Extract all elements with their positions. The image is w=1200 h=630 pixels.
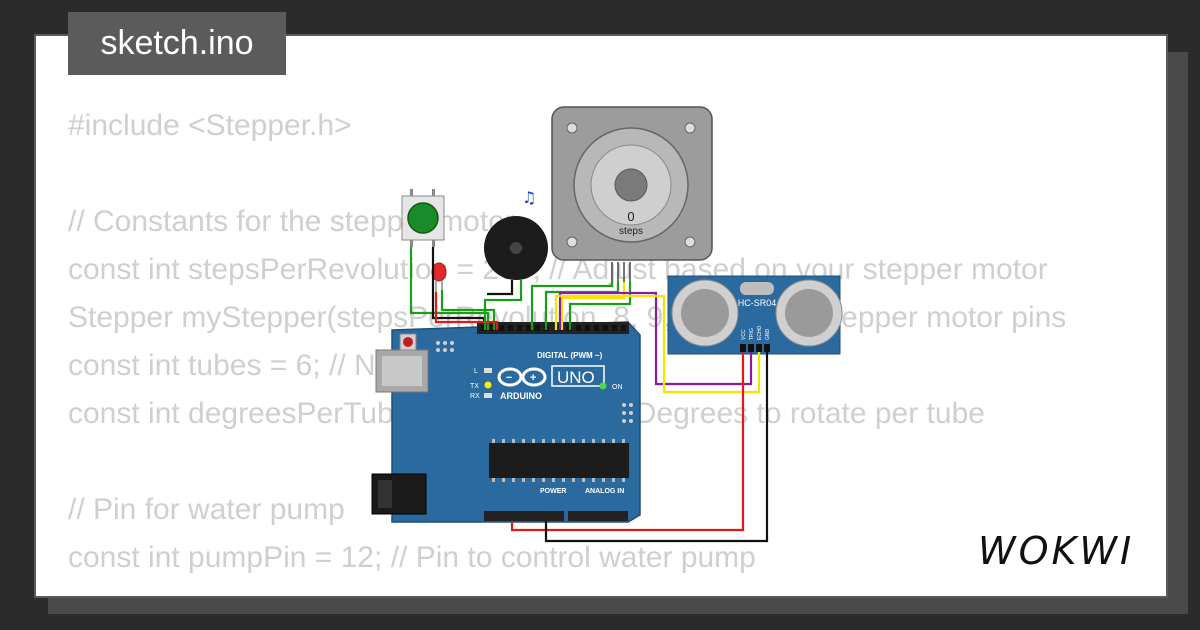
tx-label: TX xyxy=(470,383,479,390)
on-label: ON xyxy=(612,384,623,391)
l-label: L xyxy=(474,368,478,375)
push-button[interactable] xyxy=(401,189,445,247)
atmega-chip xyxy=(489,443,629,478)
power-led xyxy=(599,382,607,390)
arduino-logo xyxy=(497,367,547,387)
stepper-unit-label: steps xyxy=(619,226,643,237)
hc-sr04-sensor[interactable]: HC-SR04 VCC TRIG ECHO GND xyxy=(667,275,843,355)
analog-header xyxy=(568,511,628,521)
wire-sensor-echo xyxy=(554,294,761,394)
arduino-uno-board[interactable]: DIGITAL (PWM ~) L TX RX − + ARDUINO UNO … xyxy=(371,321,641,523)
svg-text:+: + xyxy=(530,372,536,384)
wires xyxy=(409,247,769,543)
sensor-pin-vcc: VCC xyxy=(741,329,747,340)
wire-buzzer-green xyxy=(483,280,523,330)
power-header xyxy=(484,511,564,521)
wire-stepper-3 xyxy=(560,282,626,330)
svg-text:−: − xyxy=(506,372,512,384)
wire-button-black xyxy=(431,247,486,330)
stepper-motor[interactable]: 0 steps xyxy=(551,106,713,282)
code-line: #include <Stepper.h> xyxy=(68,109,352,142)
sensor-pin-trig: TRIG xyxy=(749,328,755,340)
power-label: POWER xyxy=(540,488,566,495)
sensor-pin-echo: ECHO xyxy=(757,325,763,340)
wire-sensor-trig xyxy=(558,291,753,386)
wire-led-green xyxy=(440,290,496,330)
wire-buzzer-black xyxy=(487,280,514,296)
wire-stepper-1 xyxy=(530,282,614,330)
file-tab[interactable]: sketch.ino xyxy=(68,12,286,75)
stepper-step-count: 0 xyxy=(627,209,634,224)
wokwi-logo: WOKWI xyxy=(978,529,1134,573)
wokwi-logo-text: WOKWI xyxy=(978,529,1134,573)
wire-led-red xyxy=(434,292,499,330)
code-line: const int pumpPin = 12; // Pin to contro… xyxy=(68,541,756,574)
arduino-brand-label: ARDUINO xyxy=(500,391,542,401)
rx-label: RX xyxy=(470,393,480,400)
code-line: // Pin for water pump xyxy=(68,493,345,526)
stepper-shaft xyxy=(614,168,648,202)
music-note-icon: ♫ xyxy=(522,188,536,207)
wire-sensor-vcc xyxy=(510,352,745,532)
uno-label: UNO xyxy=(557,368,595,387)
code-preview: #include <Stepper.h> // Constants for th… xyxy=(68,102,1130,582)
buzzer[interactable]: ♫ xyxy=(484,188,548,280)
analog-in-label: ANALOG IN xyxy=(585,488,624,495)
sensor-pin-gnd: GND xyxy=(765,329,771,341)
digital-header xyxy=(477,322,629,334)
tx-led xyxy=(484,381,492,389)
hc-sr04-label: HC-SR04 xyxy=(738,298,777,308)
wire-sensor-gnd xyxy=(544,352,769,543)
digital-pwm-label: DIGITAL (PWM ~) xyxy=(537,351,603,360)
